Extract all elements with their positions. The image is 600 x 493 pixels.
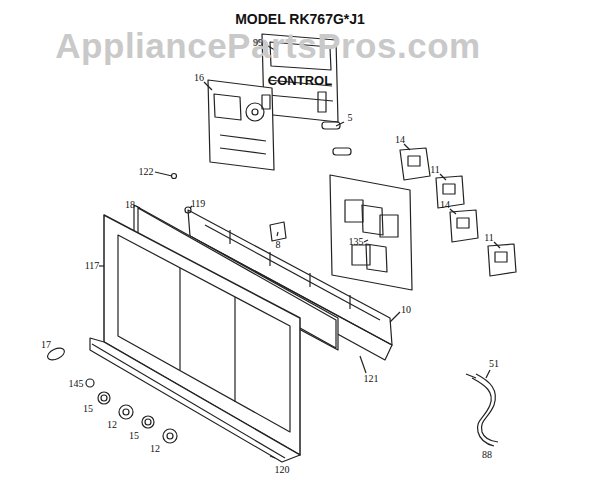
callout-number: 12	[107, 420, 117, 430]
callout-number: 121	[364, 374, 379, 384]
callout-number: 145	[69, 379, 84, 389]
callout-number: 11	[430, 165, 440, 175]
callout-number: 122	[139, 167, 154, 177]
callout-number: 14	[395, 135, 405, 145]
callout-number: 10	[401, 305, 411, 315]
callout-number: 51	[489, 359, 499, 369]
section-title: CONTROL	[268, 73, 332, 88]
callout-number: 18	[125, 200, 135, 210]
callout-number: 8	[276, 240, 281, 250]
callout-number: 99	[253, 38, 263, 48]
callout-number: 120	[275, 465, 290, 475]
callout-number: 88	[482, 450, 492, 460]
callout-number: 17	[41, 340, 51, 350]
callout-number: 117	[85, 261, 100, 271]
model-title: MODEL RK767G*J1	[235, 11, 365, 27]
callout-number: 14	[440, 200, 450, 210]
watermark: AppliancePartsPros.com	[55, 26, 480, 66]
callout-number: 15	[83, 404, 93, 414]
callout-number: 135	[349, 237, 364, 247]
callout-number: 5	[348, 113, 353, 123]
callout-number: 15	[129, 431, 139, 441]
callout-number: 119	[191, 199, 206, 209]
callout-number: 11	[484, 233, 494, 243]
callout-number: 16	[194, 73, 204, 83]
callout-number: 12	[150, 444, 160, 454]
